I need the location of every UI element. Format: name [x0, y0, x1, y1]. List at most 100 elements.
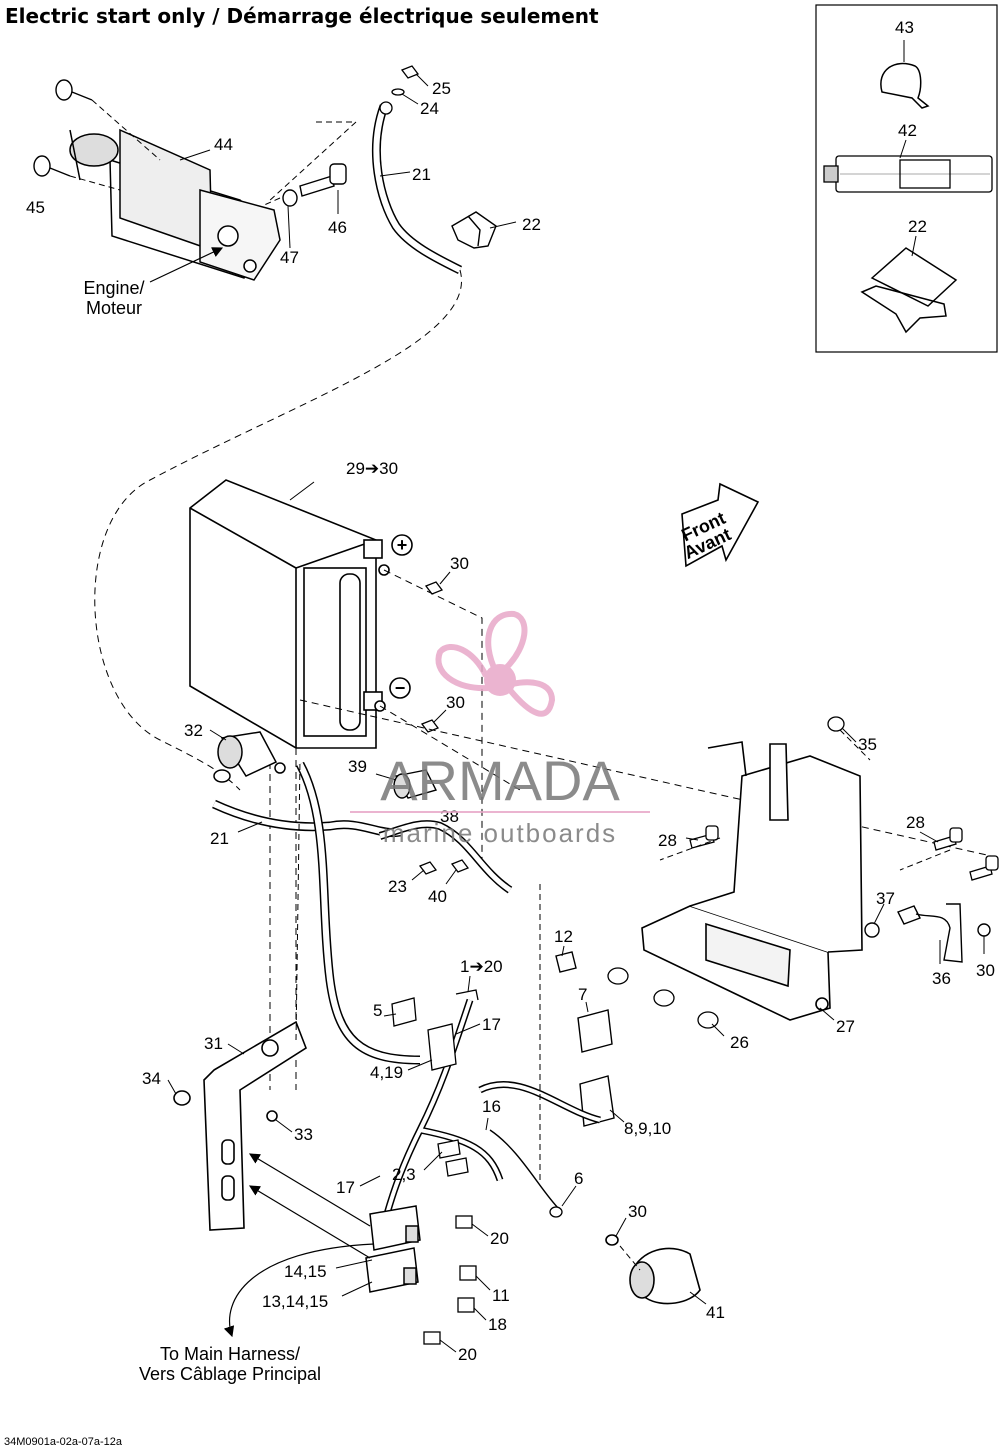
callout-20-a: 20	[490, 1229, 509, 1248]
nut-35	[827, 716, 845, 732]
callout-30-d: 30	[628, 1202, 647, 1221]
grease-tube-42	[823, 155, 993, 193]
callout-35: 35	[858, 735, 877, 754]
callout-20-b: 20	[458, 1345, 477, 1364]
callout-17-a: 17	[482, 1015, 501, 1034]
clip-22-inset	[860, 247, 958, 334]
callout-16: 16	[482, 1097, 501, 1116]
callout-6: 6	[574, 1169, 583, 1188]
callout-24: 24	[420, 99, 439, 118]
bolt-45-upper	[33, 79, 93, 177]
callout-41: 41	[706, 1303, 725, 1322]
callout-31: 31	[204, 1034, 223, 1053]
fuse-block	[365, 1205, 421, 1293]
document-reference: 34M0901a-02a-07a-12a	[4, 1436, 123, 1448]
dash-tray-links	[659, 729, 951, 871]
dash-cable-route	[94, 269, 463, 791]
callout-29-30: 29➔30	[346, 459, 398, 478]
battery-terminal-symbols: + −	[389, 534, 413, 699]
callout-28-a: 28	[658, 831, 677, 850]
callout-21-top: 21	[412, 165, 431, 184]
bolts-28	[689, 825, 999, 881]
leader-lines	[167, 40, 985, 1353]
dash-starter-link	[69, 99, 358, 207]
callout-22-inset: 22	[908, 217, 927, 236]
harness-note-line2: Vers Câblage Principal	[139, 1364, 321, 1384]
engine-note-line2: Moteur	[86, 298, 142, 318]
callout-2-3: 2,3	[392, 1165, 416, 1184]
callout-44: 44	[214, 135, 233, 154]
callout-39: 39	[348, 757, 367, 776]
bolt-46	[282, 163, 347, 207]
callout-5: 5	[373, 1001, 382, 1020]
callout-47: 47	[280, 248, 299, 267]
callout-labels: 43 42 22 25 24 21 22 44 45 46 47 29➔30 3…	[26, 18, 995, 1364]
watermark-tagline: marine outboards	[383, 818, 617, 848]
clip-43	[880, 62, 930, 109]
callout-17-b: 17	[336, 1178, 355, 1197]
ground-cable-36	[864, 903, 991, 963]
callout-46: 46	[328, 218, 347, 237]
dash-lower-links	[295, 759, 641, 1271]
fuse-holder-39	[393, 769, 438, 799]
solenoid-32	[213, 731, 286, 783]
callout-30-a: 30	[450, 554, 469, 573]
callout-13-14-15: 13,14,15	[262, 1292, 328, 1311]
watermark-brand: ARMADA	[380, 749, 620, 812]
clip-22-top	[451, 211, 497, 249]
dash-battery-links	[269, 569, 1000, 1090]
callout-18: 18	[488, 1315, 507, 1334]
callout-45: 45	[26, 198, 45, 217]
propeller-logo	[435, 610, 556, 717]
socket-41	[605, 1234, 701, 1305]
callout-22-top: 22	[522, 215, 541, 234]
callout-43: 43	[895, 18, 914, 37]
battery-29	[189, 479, 390, 749]
engine-note-line1: Engine/	[83, 278, 144, 298]
harness-17-branch	[376, 998, 601, 1241]
inset-box	[815, 4, 998, 353]
callout-33: 33	[294, 1125, 313, 1144]
callout-14-15: 14,15	[284, 1262, 327, 1281]
callout-28-b: 28	[906, 813, 925, 832]
harness-17-thin	[489, 1129, 561, 1211]
nuts-30	[420, 581, 444, 733]
minus-symbol: −	[395, 678, 406, 698]
diagram-title: Electric start only / Démarrage électriq…	[5, 4, 599, 28]
callout-1-20: 1➔20	[460, 957, 503, 976]
callout-12: 12	[554, 927, 573, 946]
battery-tray	[641, 741, 863, 1021]
grommets-26	[607, 967, 719, 1029]
engine-pointer	[149, 247, 224, 283]
callout-32: 32	[184, 721, 203, 740]
callout-30-b: 30	[446, 693, 465, 712]
callout-7: 7	[578, 985, 587, 1004]
fuses-11-18-20	[423, 1215, 477, 1345]
callout-37: 37	[876, 889, 895, 908]
bracket-31	[173, 1020, 307, 1231]
nut-25-24	[379, 65, 420, 115]
watermark: ARMADA marine outboards	[350, 610, 650, 848]
starter-motor-44	[69, 128, 281, 281]
callout-34: 34	[142, 1069, 161, 1088]
nuts-23-40	[418, 859, 470, 875]
plus-symbol: +	[397, 535, 408, 555]
callout-8-9-10: 8,9,10	[624, 1119, 671, 1138]
front-arrow: Front Avant	[678, 482, 760, 568]
callout-21-lower: 21	[210, 829, 229, 848]
callout-26: 26	[730, 1033, 749, 1052]
callout-30-c: 30	[976, 961, 995, 980]
main-harness-arrow	[223, 1243, 375, 1338]
callout-27: 27	[836, 1017, 855, 1036]
callout-25: 25	[432, 79, 451, 98]
callout-4-19: 4,19	[370, 1063, 403, 1082]
callout-11: 11	[492, 1286, 510, 1305]
callout-23: 23	[388, 877, 407, 896]
callout-36: 36	[932, 969, 951, 988]
connectors-2-3-4-5	[391, 989, 563, 1218]
callout-42: 42	[898, 121, 917, 140]
callout-40: 40	[428, 887, 447, 906]
relay-7	[555, 951, 615, 1127]
harness-note-line1: To Main Harness/	[160, 1344, 300, 1364]
